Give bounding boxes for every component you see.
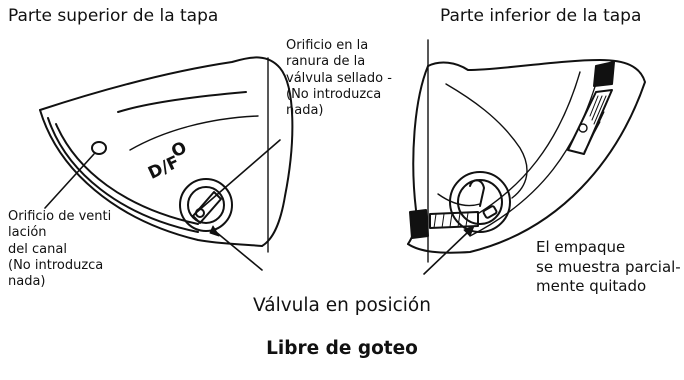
orifice-sealed-label: Orificio en la ranura de la válvula sell… bbox=[286, 38, 392, 118]
vent-hole bbox=[91, 141, 107, 155]
valve-leader-right bbox=[423, 231, 469, 275]
vent-hole-leader bbox=[44, 153, 95, 209]
gasket bbox=[409, 61, 615, 239]
valve-position-line1: Válvula en posición bbox=[253, 295, 431, 317]
lid-top-drawing bbox=[39, 56, 294, 253]
top-of-lid-title: Parte superior de la tapa bbox=[8, 6, 219, 26]
orifice-leader bbox=[196, 139, 281, 213]
valve-position-line2: Libre de goteo bbox=[266, 337, 418, 359]
valve-knob-top bbox=[179, 178, 233, 232]
lid-diagram bbox=[39, 39, 646, 275]
valve-leader-left bbox=[215, 231, 263, 271]
valve-knob-bottom bbox=[449, 171, 511, 233]
vent-hole-label: Orificio de venti lación del canal (No i… bbox=[8, 209, 112, 289]
lid-bottom-drawing bbox=[407, 39, 646, 263]
valve-position-label: Válvula en posición Libre de goteo bbox=[240, 274, 444, 380]
gasket-label: El empaque se muestra parcial- mente qui… bbox=[536, 238, 681, 295]
bottom-of-lid-title: Parte inferior de la tapa bbox=[440, 6, 642, 26]
